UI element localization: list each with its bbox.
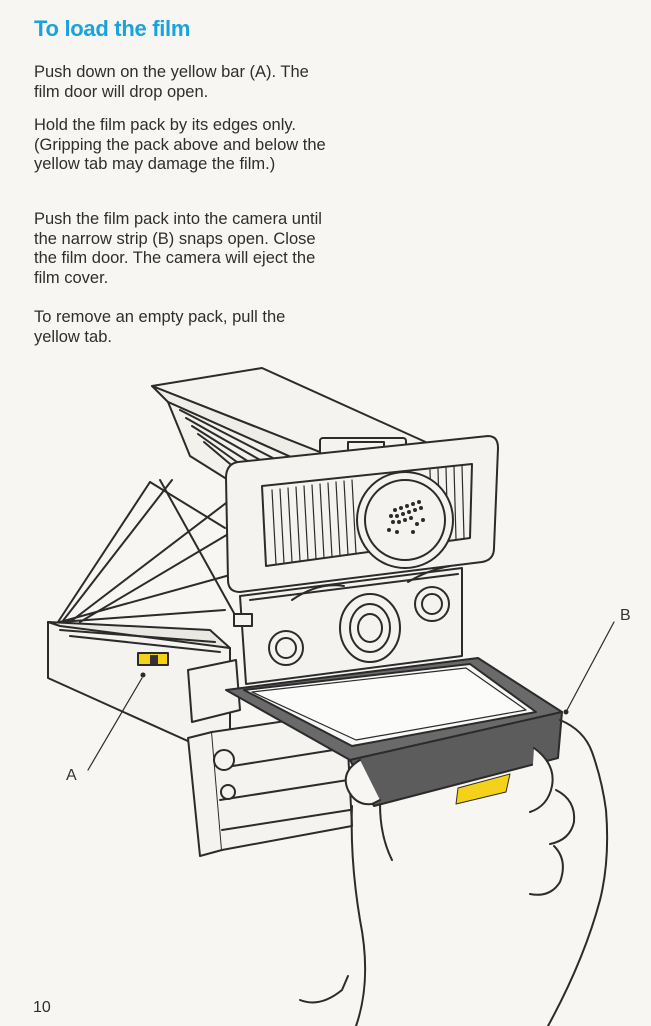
callout-label-b: B [620, 607, 631, 624]
camera-body [225, 435, 499, 685]
instruction-paragraph-2: Hold the film pack by its edges only. (G… [34, 116, 326, 173]
section-heading: To load the film [34, 16, 191, 41]
film-pack [225, 657, 563, 807]
camera-base [187, 659, 353, 857]
callout-label-a: A [66, 767, 77, 784]
instruction-paragraph-1: Push down on the yellow bar (A). The fil… [34, 63, 309, 101]
instruction-paragraph-3: Push the film pack into the camera until… [34, 210, 322, 287]
callout-line-a [87, 677, 143, 771]
instruction-paragraph-4: To remove an empty pack, pull the yellow… [34, 308, 286, 346]
callout-line-b [565, 621, 615, 713]
page-number: 10 [33, 999, 51, 1016]
camera-loading-illustration: A B [47, 367, 631, 1026]
hand [299, 719, 609, 1026]
film-door [47, 479, 236, 761]
